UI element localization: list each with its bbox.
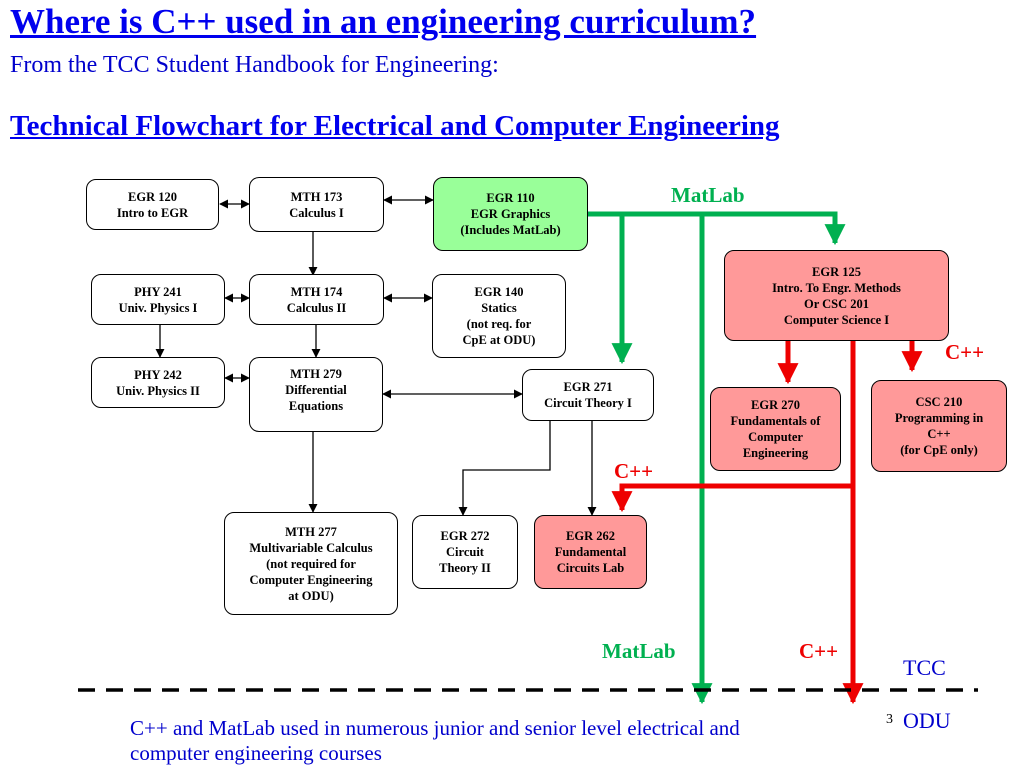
box-line: Calculus II xyxy=(286,300,347,315)
box-line: EGR 270 xyxy=(751,398,800,412)
box-line: MTH 279 xyxy=(290,367,342,381)
box-line: Intro. To Engr. Methods xyxy=(772,280,901,295)
box-line: Computer Science I xyxy=(783,312,890,327)
box-line: Computer Engineering xyxy=(249,572,373,587)
box-line: EGR 271 xyxy=(563,380,613,394)
cpp-label-middle: C++ xyxy=(614,459,654,483)
box-line: MTH 173 xyxy=(290,189,343,204)
box-line: EGR 120 xyxy=(128,189,177,204)
box-line: Fundamentals of xyxy=(730,414,821,428)
box-line: Computer xyxy=(748,430,803,444)
box-line: (for CpE only) xyxy=(900,443,978,457)
page-number: 3 xyxy=(886,712,893,727)
box-line: CpE at ODU) xyxy=(462,333,536,347)
box-line: Engineering xyxy=(742,446,809,460)
tcc-label: TCC xyxy=(903,655,946,680)
box-line: Circuit Theory I xyxy=(544,396,632,410)
footer-note: C++ and MatLab used in numerous junior a… xyxy=(130,716,740,765)
arrow-egr271-egr272 xyxy=(458,421,551,516)
odu-label: ODU xyxy=(903,708,951,733)
matlab-label-bottom: MatLab xyxy=(602,639,676,663)
box-line: EGR 125 xyxy=(812,264,861,279)
box-line: EGR 110 xyxy=(486,191,535,205)
page-subtitle: From the TCC Student Handbook for Engine… xyxy=(10,52,499,78)
cpp-label-bottom: C++ xyxy=(799,639,839,663)
box-line: (not req. for xyxy=(466,317,532,331)
box-line: Univ. Physics I xyxy=(118,300,198,315)
box-line: MTH 174 xyxy=(290,284,343,299)
matlab-line-to-egr125 xyxy=(588,211,846,246)
box-line: (Includes MatLab) xyxy=(460,223,561,237)
page-title: Where is C++ used in an engineering curr… xyxy=(10,2,757,41)
box-line: Univ. Physics II xyxy=(116,383,200,398)
box-line: CSC 210 xyxy=(915,395,963,409)
box-line: EGR 140 xyxy=(474,285,524,299)
box-line: EGR Graphics xyxy=(470,207,551,221)
box-line: (not required for xyxy=(266,556,356,571)
box-line: Circuit xyxy=(446,545,484,559)
box-line: Programming in xyxy=(894,411,984,425)
box-line: Differential xyxy=(285,383,347,397)
box-line: Equations xyxy=(288,399,344,413)
box-line: Circuits Lab xyxy=(556,561,625,575)
box-line: PHY 241 xyxy=(134,284,182,299)
box-line: Statics xyxy=(481,301,517,315)
box-line: Or CSC 201 xyxy=(803,296,870,311)
box-line: Intro to EGR xyxy=(116,205,189,220)
matlab-label-top: MatLab xyxy=(671,183,745,207)
box-line: Fundamental xyxy=(554,545,627,559)
cpp-line-to-egr262 xyxy=(611,483,853,513)
box-line: Calculus I xyxy=(289,205,344,220)
box-line: Multivariable Calculus xyxy=(249,540,373,555)
box-line: at ODU) xyxy=(288,588,334,603)
flowchart-heading: Technical Flowchart for Electrical and C… xyxy=(10,110,780,142)
box-line: PHY 242 xyxy=(134,367,182,382)
box-line: MTH 277 xyxy=(285,524,337,539)
cpp-label-right: C++ xyxy=(945,340,985,364)
box-line: Theory II xyxy=(439,561,491,575)
box-line: EGR 272 xyxy=(440,529,490,543)
box-line: EGR 262 xyxy=(566,529,615,543)
box-line: C++ xyxy=(927,427,951,441)
